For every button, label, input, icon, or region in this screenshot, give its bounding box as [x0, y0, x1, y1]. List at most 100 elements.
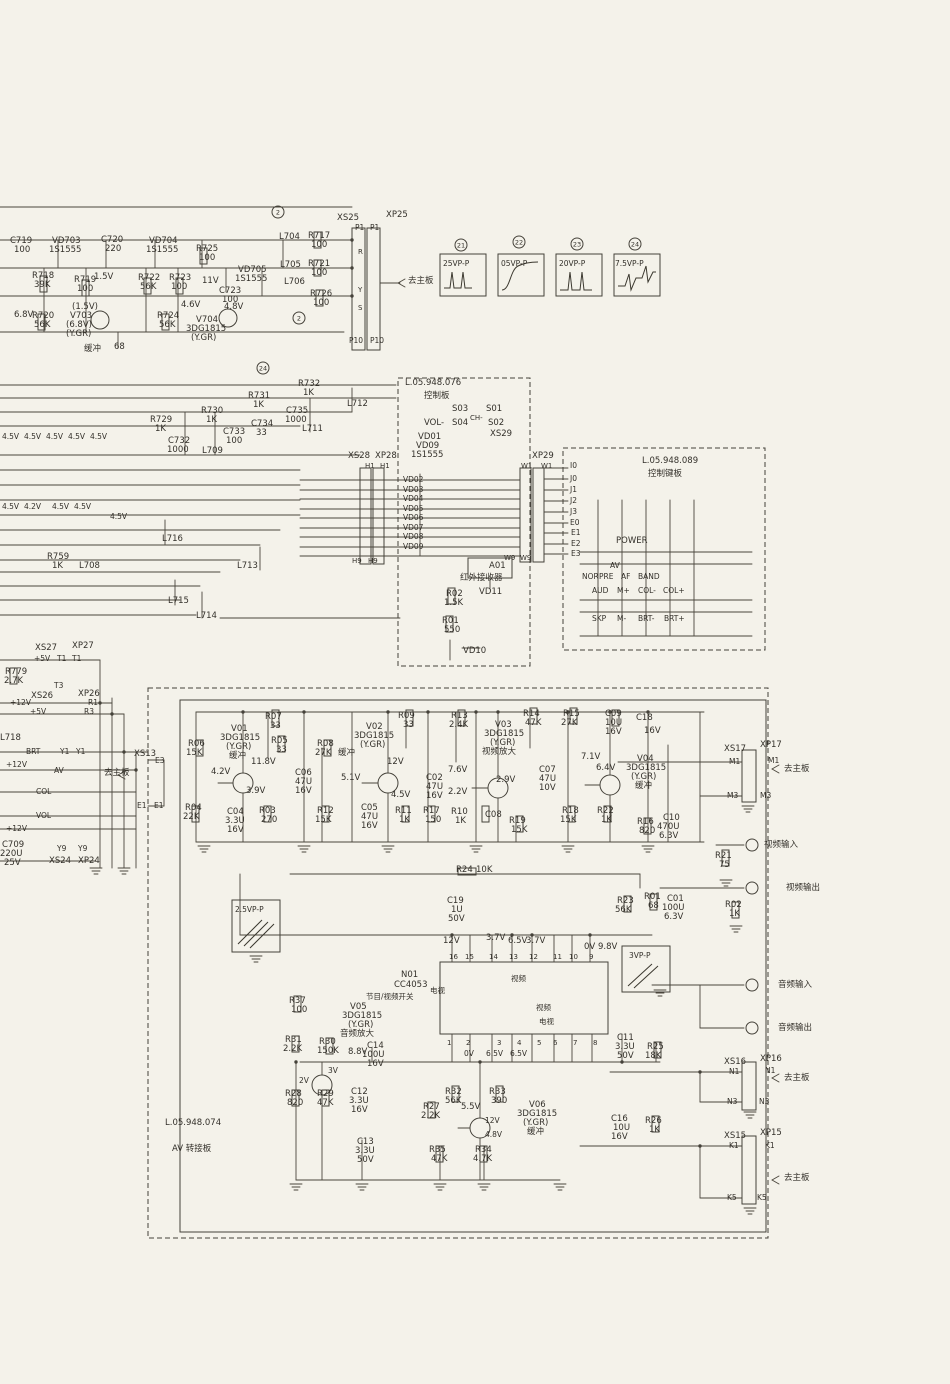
junction-dot: [302, 710, 306, 714]
schematic-label: 33: [276, 745, 287, 755]
schematic-label: C12: [351, 1087, 368, 1097]
schematic-label: R732: [298, 379, 320, 389]
schematic-label: 100: [14, 245, 30, 255]
schematic-label: 4.5V: [68, 432, 86, 441]
schematic-label: R720: [32, 311, 54, 321]
connector-xp25: [366, 227, 381, 351]
circled-number-text: 24: [259, 365, 267, 373]
schematic-label: 150: [425, 815, 441, 825]
schematic-label: R25: [647, 1042, 664, 1052]
schematic-label: S04: [452, 418, 468, 428]
schematic-label: R10: [451, 807, 468, 817]
schematic-label: H9: [368, 557, 378, 565]
connector-xs17: [741, 749, 757, 803]
schematic-label: R722: [138, 273, 160, 283]
resistor-symbol: [277, 735, 286, 753]
schematic-label: Y: [357, 286, 363, 294]
junction-dot: [588, 933, 592, 937]
schematic-label: 红外接收器: [460, 572, 503, 583]
schematic-label: 20VP-P: [559, 259, 586, 268]
schematic-label: 47U: [426, 782, 443, 792]
arrow-to-mainboard: [771, 768, 780, 774]
schematic-label: 4.5V: [90, 432, 108, 441]
connector-xs16: [741, 1061, 757, 1111]
schematic-label: 8: [593, 1039, 597, 1047]
schematic-label: 1S1555: [146, 245, 178, 255]
schematic-label: 1K: [52, 561, 63, 571]
schematic-label: 6.4V: [596, 763, 616, 773]
schematic-label: A01: [489, 561, 506, 571]
resistor-symbol: [39, 275, 48, 293]
schematic-label: Y9: [77, 844, 88, 853]
schematic-label: 电视: [430, 985, 445, 995]
schematic-label: C07: [539, 765, 556, 775]
schematic-label: S03: [452, 404, 468, 414]
schematic-label: R723: [169, 273, 191, 283]
schematic-label: 视频: [536, 1002, 551, 1012]
schematic-label: 47U: [361, 812, 378, 822]
schematic-label: 1K: [601, 815, 612, 825]
schematic-label: 10K: [476, 865, 493, 875]
schematic-label: R19: [509, 816, 526, 826]
schematic-label: E1: [137, 801, 147, 810]
schematic-label: 6.3V: [664, 912, 684, 922]
schematic-label: AV 转接板: [172, 1143, 212, 1154]
schematic-label: XS17: [724, 744, 746, 754]
schematic-label: I0: [570, 461, 577, 470]
schematic-label: 39K: [34, 280, 51, 290]
circled-number: [292, 311, 306, 325]
schematic-label: R759: [47, 552, 69, 562]
circled-number-text: 21: [457, 242, 465, 250]
schematic-label: C709: [2, 840, 24, 850]
schematic-label: 100: [199, 253, 215, 263]
schematic-label: VD08: [403, 532, 424, 541]
schematic-label: 10: [569, 953, 578, 961]
schematic-label: 47K: [525, 718, 542, 728]
schematic-label: T1: [56, 654, 67, 663]
schematic-label: R33: [489, 1087, 506, 1097]
transistor-symbol: [311, 1074, 333, 1096]
junction-dot: [496, 710, 500, 714]
schematic-label: 1.5K: [444, 598, 464, 608]
junction-dot: [122, 750, 126, 754]
schematic-label: L706: [284, 277, 305, 287]
schematic-label: 12V: [387, 757, 404, 767]
schematic-label: XP28: [375, 451, 397, 461]
schematic-label: L704: [279, 232, 300, 242]
schematic-label: R730: [201, 406, 223, 416]
schematic-label: 12V: [485, 1116, 501, 1125]
schematic-label: 缓冲: [635, 780, 652, 791]
schematic-label: 5: [537, 1039, 541, 1047]
schematic-label: 100U: [362, 1050, 384, 1060]
junction-dot: [241, 710, 245, 714]
resistor-symbol: [271, 709, 280, 727]
transistor-symbol: [469, 1117, 491, 1139]
schematic-label: R15: [563, 709, 580, 719]
schematic-label: L.05.948.074: [165, 1118, 221, 1128]
resistor-symbol: [191, 805, 200, 823]
junction-dot: [474, 710, 478, 714]
schematic-label: XP25: [386, 210, 408, 220]
schematic-label: E3: [571, 549, 581, 558]
schematic-label: E1: [154, 801, 164, 810]
schematic-label: V704: [196, 315, 218, 325]
resistor-symbol: [321, 805, 330, 823]
schematic-label: R03: [259, 806, 276, 816]
schematic-label: AV: [54, 766, 65, 775]
schematic-label: Y1: [59, 747, 70, 756]
schematic-label: (Y.GR): [490, 738, 515, 748]
schematic-label: S01: [486, 404, 502, 414]
schematic-label: 10U: [605, 718, 622, 728]
schematic-label: 1K: [729, 909, 740, 919]
schematic-label: 1K: [399, 815, 410, 825]
transistor-symbol: [232, 772, 254, 794]
schematic-label: H1: [380, 462, 390, 470]
schematic-label: 2.2K: [421, 1111, 441, 1121]
resistor-symbol: [293, 995, 302, 1013]
schematic-label: VD03: [403, 485, 424, 494]
schematic-label: R02: [725, 900, 742, 910]
schematic-label: 10V: [539, 783, 556, 793]
connector-xs15: [741, 1135, 757, 1205]
schematic-label: L.05.948.076: [405, 378, 461, 388]
